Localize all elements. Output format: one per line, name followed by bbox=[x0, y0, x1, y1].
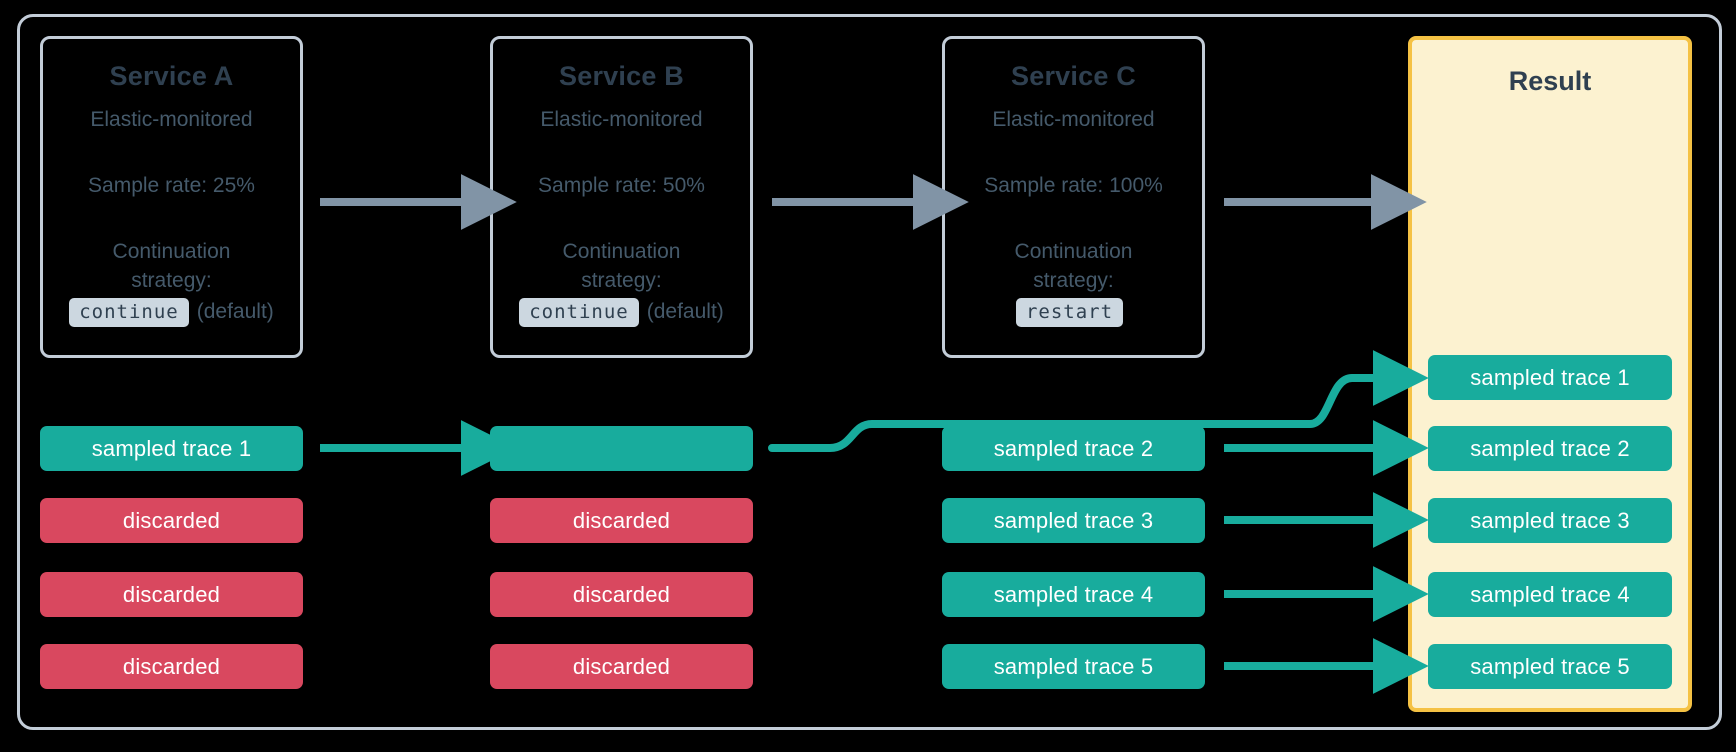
service-b-strategy-row: continue (default) bbox=[493, 297, 750, 327]
service-a-strategy-note: (default) bbox=[196, 300, 274, 324]
trace-pill-a-3: discarded bbox=[40, 572, 303, 617]
service-b-subtitle: Elastic-monitored bbox=[540, 108, 703, 131]
service-card-b: Service B Elastic-monitored Sample rate:… bbox=[490, 36, 753, 358]
service-b-continuation-line2: strategy: bbox=[581, 268, 662, 292]
result-trace-pill-4: sampled trace 4 bbox=[1428, 572, 1672, 617]
service-c-continuation-label: Continuation strategy: bbox=[945, 238, 1202, 296]
trace-pill-c-4: sampled trace 5 bbox=[942, 644, 1205, 689]
result-trace-pill-3: sampled trace 3 bbox=[1428, 498, 1672, 543]
trace-pill-a-4: discarded bbox=[40, 644, 303, 689]
service-a-subtitle: Elastic-monitored bbox=[90, 108, 253, 131]
trace-pill-b-1 bbox=[490, 426, 753, 471]
trace-pill-c-3: sampled trace 4 bbox=[942, 572, 1205, 617]
service-c-sample-rate: Sample rate: 100% bbox=[984, 174, 1163, 197]
service-c-continuation-line1: Continuation bbox=[1014, 240, 1133, 263]
service-card-a: Service A Elastic-monitored Sample rate:… bbox=[40, 36, 303, 358]
trace-pill-b-4: discarded bbox=[490, 644, 753, 689]
service-a-continuation-line1: Continuation bbox=[112, 240, 231, 263]
service-c-title: Service C bbox=[1011, 61, 1136, 91]
trace-pill-c-2: sampled trace 3 bbox=[942, 498, 1205, 543]
service-b-strategy-note: (default) bbox=[646, 300, 724, 324]
service-a-continuation-label: Continuation strategy: bbox=[43, 238, 300, 296]
service-a-strategy-code: continue bbox=[69, 297, 189, 327]
service-b-title: Service B bbox=[559, 61, 684, 91]
trace-pill-b-3: discarded bbox=[490, 572, 753, 617]
service-c-strategy-row: restart bbox=[945, 297, 1202, 327]
trace-pill-b-2: discarded bbox=[490, 498, 753, 543]
service-b-sample-rate: Sample rate: 50% bbox=[538, 174, 705, 197]
service-c-subtitle: Elastic-monitored bbox=[992, 108, 1155, 131]
service-c-strategy-code: restart bbox=[1015, 297, 1124, 327]
trace-pill-a-2: discarded bbox=[40, 498, 303, 543]
result-title: Result bbox=[1508, 66, 1592, 96]
result-trace-pill-2: sampled trace 2 bbox=[1428, 426, 1672, 471]
service-a-title: Service A bbox=[109, 61, 234, 91]
service-a-sample-rate: Sample rate: 25% bbox=[88, 174, 255, 197]
service-a-continuation-line2: strategy: bbox=[131, 268, 212, 292]
service-a-strategy-row: continue (default) bbox=[43, 297, 300, 327]
service-b-strategy-code: continue bbox=[519, 297, 639, 327]
result-trace-pill-5: sampled trace 5 bbox=[1428, 644, 1672, 689]
service-card-c: Service C Elastic-monitored Sample rate:… bbox=[942, 36, 1205, 358]
service-c-continuation-line2: strategy: bbox=[1033, 268, 1114, 292]
trace-pill-c-1: sampled trace 2 bbox=[942, 426, 1205, 471]
service-b-continuation-line1: Continuation bbox=[562, 240, 681, 263]
service-b-continuation-label: Continuation strategy: bbox=[493, 238, 750, 296]
result-trace-pill-1: sampled trace 1 bbox=[1428, 355, 1672, 400]
outer-frame bbox=[17, 14, 1722, 730]
trace-pill-a-1: sampled trace 1 bbox=[40, 426, 303, 471]
